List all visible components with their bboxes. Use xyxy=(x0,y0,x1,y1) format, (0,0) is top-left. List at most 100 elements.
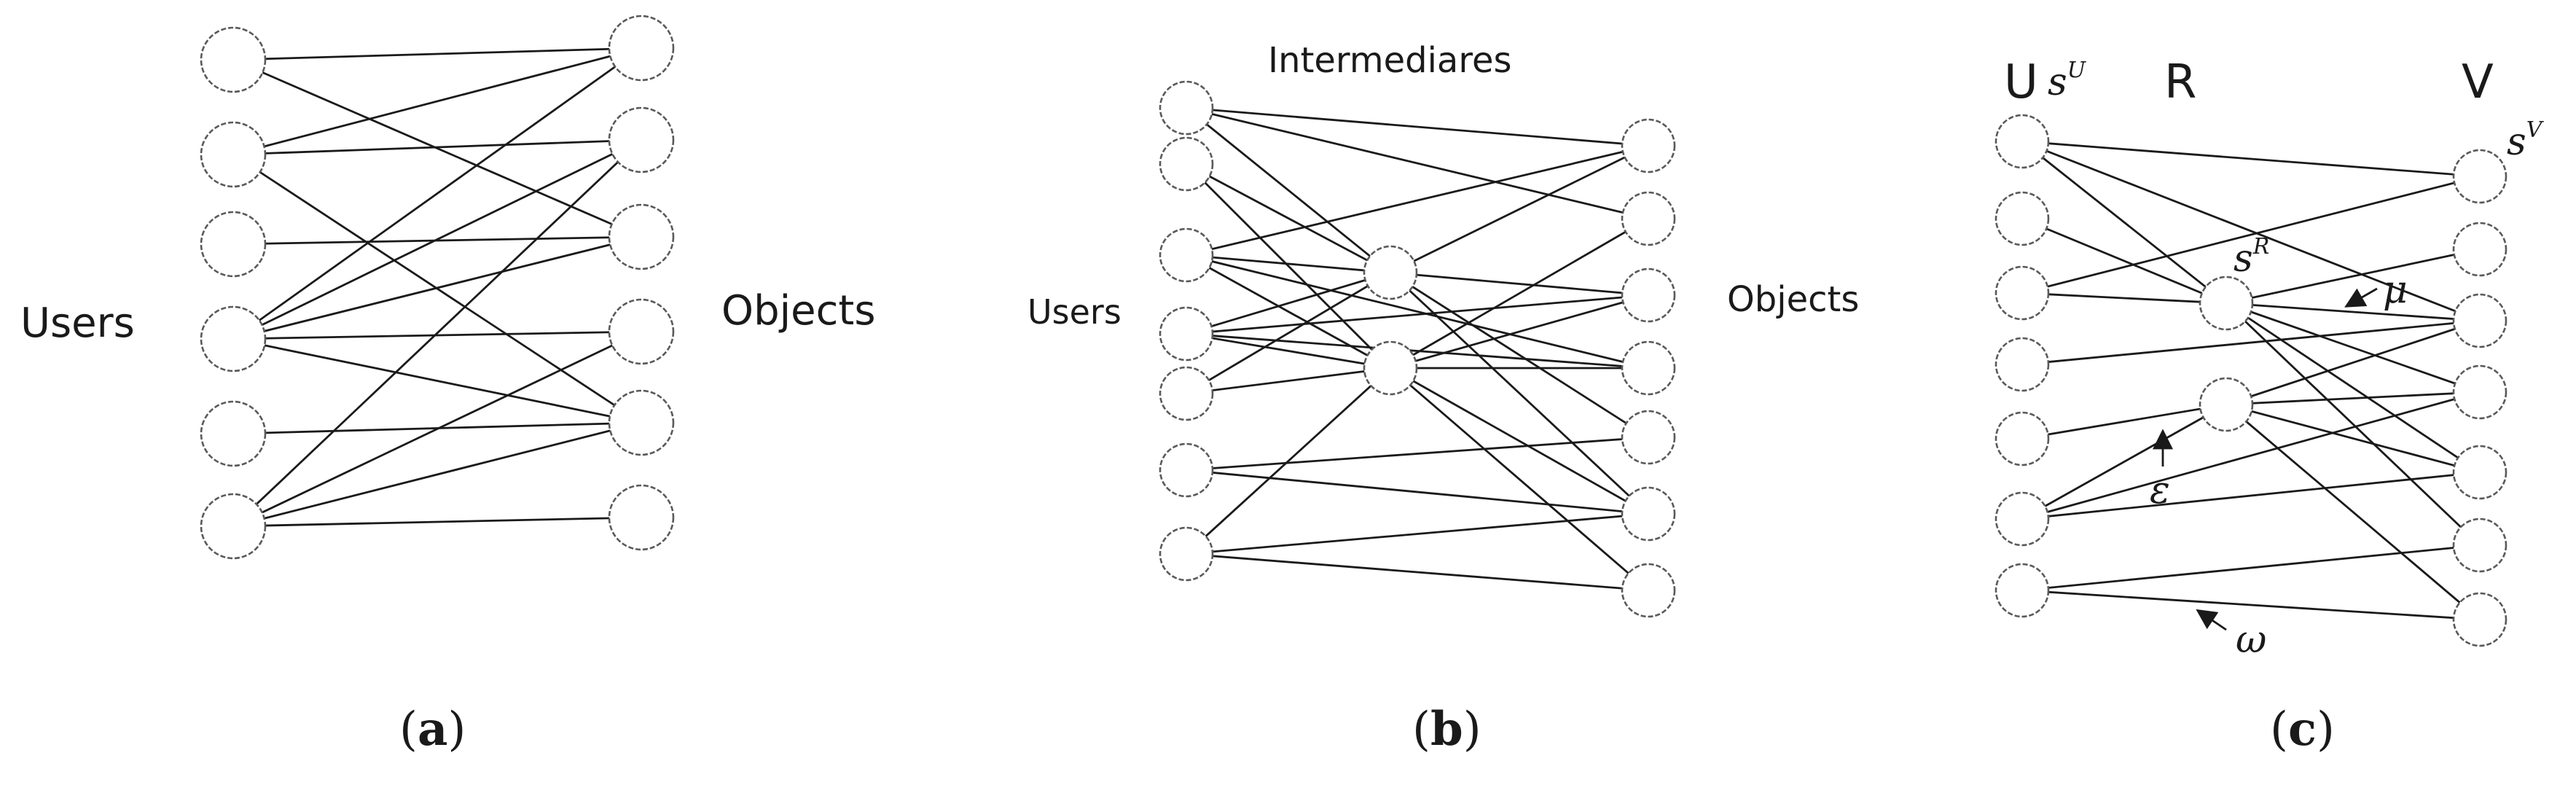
panel-b-direct-edge-4 xyxy=(1186,254,1649,370)
panel-a-user-node-6 xyxy=(200,493,267,560)
panel-b-user-node-5 xyxy=(1159,366,1214,421)
panel-b-intermediary-object-edge-9 xyxy=(1390,367,1649,592)
panel-b-direct-edge-5 xyxy=(1186,294,1649,335)
panel-a-edge-10 xyxy=(232,330,642,340)
panel-c-nodes xyxy=(1994,114,2508,647)
panel-c-direct-edge-8 xyxy=(2021,589,2481,621)
panel-b-user-intermediary-edge-1 xyxy=(1186,106,1391,274)
panel-c-direct-edge-1 xyxy=(2021,140,2481,178)
panel-b-object-node-5 xyxy=(1621,410,1676,465)
panel-a-edge-11 xyxy=(232,337,642,424)
panel-c-user-r-edge-1 xyxy=(2021,140,2227,305)
panel-b-user-intermediary-edge-3 xyxy=(1186,254,1391,274)
panel-b-object-node-7 xyxy=(1621,563,1676,618)
panel-c-direct-edge-5 xyxy=(2021,391,2481,520)
panel-a-object-node-5 xyxy=(608,389,675,456)
panel-a-user-node-1 xyxy=(200,26,267,93)
panel-c-epsilon-label: ε xyxy=(2150,469,2170,512)
panel-c-omega-arrow xyxy=(2196,609,2227,631)
panel-c-user-node-3 xyxy=(1994,265,2050,321)
panel-c-caption-open: ( xyxy=(2270,703,2288,757)
panel-c-omega-label: ω xyxy=(2236,618,2266,662)
panel-c-sv-label: sV xyxy=(2507,117,2545,164)
panel-c-r-object-edge-6 xyxy=(2225,319,2481,406)
panel-c-object-node-4 xyxy=(2452,364,2508,420)
panel-a-caption: (a) xyxy=(399,702,466,757)
panel-a-user-node-4 xyxy=(200,305,267,372)
panel-c-user-r-edge-2 xyxy=(2021,217,2227,305)
panel-a-object-node-2 xyxy=(608,106,675,173)
panel-b-object-node-1 xyxy=(1621,118,1676,173)
panel-b-intermediary-object-edge-5 xyxy=(1390,217,1649,370)
panel-a-caption-close: ) xyxy=(447,703,466,757)
panel-b-user-node-7 xyxy=(1159,526,1214,582)
panel-a-edge-8 xyxy=(232,138,642,340)
panel-b-object-node-2 xyxy=(1621,191,1676,246)
panel-c-r-object-edge-5 xyxy=(2225,302,2481,547)
panel-a-objects-label: Objects xyxy=(721,287,876,335)
panel-c-r-object-edge-2 xyxy=(2225,302,2481,322)
panel-a-edge-16 xyxy=(232,516,642,528)
panel-a-edges xyxy=(232,47,642,528)
panel-c-object-node-7 xyxy=(2452,592,2508,647)
panel-b-direct-edge-2 xyxy=(1186,106,1649,220)
panel-b-intermediary-object-edge-8 xyxy=(1390,367,1649,515)
panel-c-direct-edge-6 xyxy=(2021,471,2481,520)
panel-b-user-intermediary-edge-5 xyxy=(1186,271,1391,395)
panel-c-sv-base: s xyxy=(2507,120,2526,164)
panel-c-su-base: s xyxy=(2048,60,2067,104)
panel-b-direct-edge-10 xyxy=(1186,552,1649,592)
panel-a-object-node-3 xyxy=(608,203,675,270)
panel-b-edges xyxy=(1186,106,1649,592)
panel-a-edge-15 xyxy=(232,421,642,528)
panel-c-object-node-2 xyxy=(2452,222,2508,277)
panel-b-user-node-3 xyxy=(1159,227,1214,283)
panel-c-direct-edge-7 xyxy=(2021,544,2481,592)
panel-a-nodes xyxy=(200,15,675,560)
panel-c-user-node-6 xyxy=(1994,491,2050,547)
panel-b-object-node-6 xyxy=(1621,486,1676,542)
panel-b-intermediary-node-2 xyxy=(1363,340,1418,396)
panel-b-intermediary-object-edge-3 xyxy=(1390,271,1649,439)
panel-a-edge-1 xyxy=(232,47,642,61)
panel-c-r-object-edge-1 xyxy=(2225,248,2481,305)
panel-c-direct-edge-2 xyxy=(2021,140,2481,322)
panel-c-user-node-2 xyxy=(1994,191,2050,246)
panel-c-v-label: V xyxy=(2462,55,2494,109)
panel-c-r-node-1 xyxy=(2199,276,2254,331)
panel-b-objects-label: Objects xyxy=(1727,279,1859,320)
panel-a: Users Objects (a) xyxy=(20,15,876,757)
panel-c-su-sup: U xyxy=(2067,58,2087,83)
panel-c: U sU R V sV sR μ ε ω (c) xyxy=(1994,55,2545,757)
panel-a-user-node-3 xyxy=(200,211,267,278)
panel-b-nodes xyxy=(1159,80,1676,618)
panel-b-direct-edge-9 xyxy=(1186,512,1649,555)
panel-c-user-r-edge-3 xyxy=(2021,292,2227,305)
panel-b-intermediary-object-edge-1 xyxy=(1390,144,1649,274)
panel-c-caption-letter: c xyxy=(2288,702,2317,757)
panel-a-edge-13 xyxy=(232,138,642,528)
panel-b-user-intermediary-edge-6 xyxy=(1186,163,1391,369)
panel-c-direct-edge-4 xyxy=(2021,319,2481,366)
panel-a-caption-open: ( xyxy=(399,703,418,757)
panel-c-sv-sup: V xyxy=(2526,117,2545,143)
panel-b-direct-edge-3 xyxy=(1186,144,1649,257)
panel-b-intermediary-node-1 xyxy=(1363,245,1418,300)
panel-b-users-label: Users xyxy=(1027,292,1121,332)
panel-c-direct-edge-3 xyxy=(2021,175,2481,294)
panel-c-mu-arrow xyxy=(2344,287,2378,308)
panel-b-user-intermediary-edge-7 xyxy=(1186,254,1391,370)
panel-b-intermediary-object-edge-2 xyxy=(1390,271,1649,297)
panel-c-r-object-edge-4 xyxy=(2225,302,2481,474)
panel-c-caption-close: ) xyxy=(2317,703,2335,757)
panel-b-user-node-4 xyxy=(1159,306,1214,362)
panel-b-direct-edge-7 xyxy=(1186,436,1649,472)
panel-a-user-node-5 xyxy=(200,400,267,467)
panel-b-direct-edge-1 xyxy=(1186,106,1649,147)
panel-c-object-node-3 xyxy=(2452,293,2508,348)
panel-c-sr-label: sR xyxy=(2234,234,2269,281)
panel-a-object-node-6 xyxy=(608,484,675,551)
panel-b-user-intermediary-edge-9 xyxy=(1186,367,1391,395)
panel-c-mu-label: μ xyxy=(2383,268,2408,312)
